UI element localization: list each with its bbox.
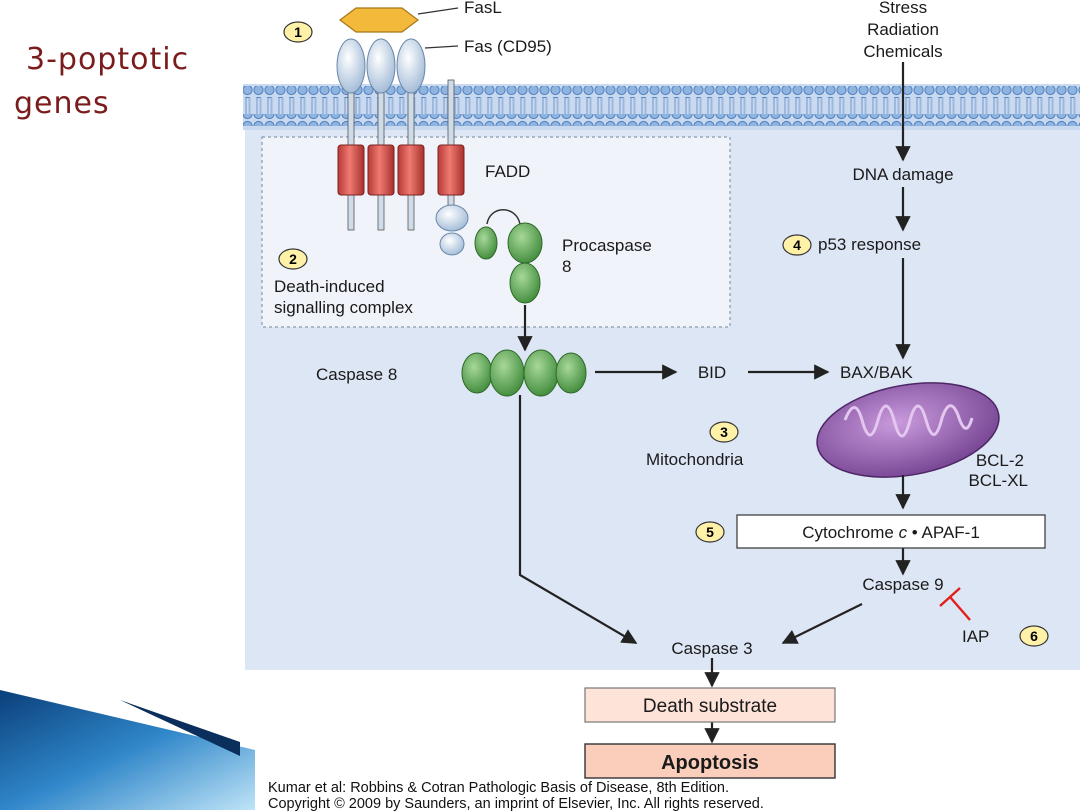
bcl2-label: BCL-2 [976,451,1024,470]
cell-membrane [243,84,1080,130]
credit-line-2: Copyright © 2009 by Saunders, an imprint… [268,796,764,812]
pathway-arrows [517,62,911,744]
step-badge-5: 5 [706,524,714,540]
title-line-1: 3-poptotic [26,42,190,77]
cytochrome-c-text: c [899,523,908,542]
iap-inhibition-mark [939,587,971,621]
death-substrate-label: Death substrate [643,696,777,717]
mitochondria-label: Mitochondria [646,450,744,469]
slide-title: 3-poptotic genes [14,38,189,126]
step-badge-6: 6 [1030,628,1038,644]
fadd-domains [337,144,469,256]
apoptosis-box [584,743,836,779]
step-badge-3: 3 [720,424,728,440]
step-badge-2: 2 [289,251,297,267]
chemicals-label: Chemicals [863,42,942,61]
disc-label-line2: signalling complex [274,298,413,317]
procaspase-8-shape [474,209,543,304]
apaf-text: • APAF-1 [907,523,980,542]
radiation-label: Radiation [867,20,939,39]
fas-label: Fas (CD95) [464,37,552,56]
leader-lines [417,7,459,49]
title-line-2: genes [14,86,110,121]
p53-response-label: p53 response [818,235,921,254]
stress-label: Stress [879,0,927,17]
decorative-corner-triangle [0,690,255,810]
fadd-label: FADD [485,162,530,181]
death-substrate-box [584,687,836,723]
apoptosis-label: Apoptosis [661,752,759,774]
credit-line-1: Kumar et al: Robbins & Cotran Pathologic… [268,780,730,796]
dna-damage-label: DNA damage [852,165,953,184]
bax-bak-label: BAX/BAK [840,363,913,382]
disc-label-line1: Death-induced [274,277,385,296]
iap-label: IAP [962,627,989,646]
cytochrome-apaf-box [736,514,1046,549]
cytochrome-apaf-label: Cytochrome c • APAF-1 [802,523,980,542]
caspase-9-label: Caspase 9 [862,575,943,594]
step-badge-1: 1 [294,24,302,40]
source-credit: Kumar et al: Robbins & Cotran Pathologic… [268,780,764,812]
step-badges: 1 2 3 4 5 6 [278,21,1049,647]
caspase-8-label: Caspase 8 [316,365,397,384]
procaspase-number-label: 8 [562,257,571,276]
procaspase-label: Procaspase [562,236,652,255]
step-badge-4: 4 [793,237,801,253]
caspase-8-shape [461,349,587,397]
fasl-ligand [339,7,419,33]
caspase-3-label: Caspase 3 [671,639,752,658]
cytochrome-text: Cytochrome [802,523,898,542]
mitochondria-shape [816,382,1000,478]
bclxl-label: BCL-XL [968,471,1028,490]
fasl-label: FasL [464,0,502,17]
bid-label: BID [698,363,726,382]
decorative-triangle-shadow [120,700,240,756]
